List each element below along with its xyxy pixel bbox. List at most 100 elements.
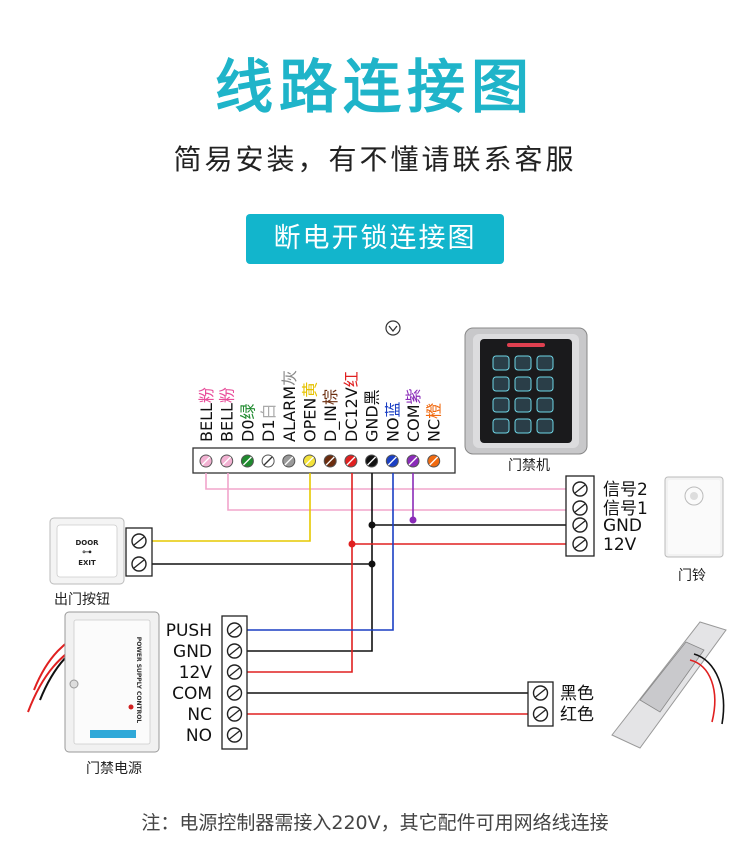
wire-gnd-main bbox=[246, 473, 373, 652]
terminal-screw-slot bbox=[325, 456, 335, 466]
svg-text:D1白: D1白 bbox=[259, 403, 278, 442]
terminal-label: OPEN黄 bbox=[301, 382, 320, 442]
terminal-label: ALARM灰 bbox=[280, 370, 299, 442]
power-terminal-label: GND bbox=[173, 642, 212, 662]
terminal-label: NC橙 bbox=[425, 403, 444, 442]
power-terminal-block bbox=[221, 615, 248, 750]
terminal-screw-slot bbox=[574, 484, 586, 494]
terminal-screw-slot bbox=[133, 536, 145, 546]
terminal-screw-slot bbox=[133, 559, 145, 569]
power-supply-label: 门禁电源 bbox=[86, 761, 142, 777]
terminal-name: DC12V bbox=[342, 387, 361, 442]
terminal-label: BELL粉 bbox=[218, 387, 237, 442]
terminal-color-name: 蓝 bbox=[383, 401, 402, 417]
terminal-label: D1白 bbox=[259, 403, 278, 442]
terminal-name: D1 bbox=[259, 420, 278, 443]
footer-note: 注：电源控制器需接入220V，其它配件可用网络线连接 bbox=[141, 812, 609, 834]
terminal-label: NO蓝 bbox=[383, 401, 402, 442]
exit-text-door: DOOR bbox=[75, 539, 99, 547]
power-terminal-label: PUSH bbox=[166, 621, 212, 641]
power-terminal-label: 12V bbox=[179, 663, 213, 683]
section-badge: 断电开锁连接图 bbox=[246, 214, 504, 264]
terminal-color-name: 粉 bbox=[218, 387, 237, 403]
terminal-screw-slot bbox=[429, 456, 439, 466]
terminal-screw-slot bbox=[574, 539, 586, 549]
keypad-label: 门禁机 bbox=[508, 458, 550, 474]
keypad-key bbox=[514, 397, 532, 413]
keypad-key bbox=[514, 418, 532, 434]
wires bbox=[150, 473, 575, 715]
terminal-screw-slot bbox=[535, 709, 546, 719]
terminal-screw-slot bbox=[242, 456, 252, 466]
svg-text:ALARM灰: ALARM灰 bbox=[280, 370, 299, 442]
terminal-color-name: 白 bbox=[259, 403, 278, 419]
keypad-key bbox=[492, 397, 510, 413]
power-terminal-label: NO bbox=[186, 726, 212, 746]
page-title: 线路连接图 bbox=[214, 53, 535, 121]
terminal-label: DC12V红 bbox=[342, 371, 361, 442]
svg-text:NO蓝: NO蓝 bbox=[383, 401, 402, 442]
terminal-color-name: 棕 bbox=[321, 389, 340, 405]
exit-button: DOOR ⊶ EXIT bbox=[49, 517, 125, 585]
terminal-name: COM bbox=[404, 404, 423, 442]
terminal-screw-slot bbox=[574, 503, 586, 513]
svg-text:BELL粉: BELL粉 bbox=[197, 387, 216, 442]
terminal-label: COM紫 bbox=[404, 388, 423, 442]
terminal-screw-slot bbox=[574, 520, 586, 530]
terminal-name: NO bbox=[383, 417, 402, 442]
wire-no bbox=[246, 473, 394, 631]
key-icon: ⊶ bbox=[82, 547, 92, 558]
wire-open bbox=[150, 473, 311, 542]
keypad-key bbox=[536, 355, 554, 371]
power-supply: POWER SUPPLY CONTROL bbox=[27, 611, 160, 753]
keypad-key bbox=[536, 376, 554, 392]
terminal-screw-slot bbox=[229, 709, 240, 719]
keypad-key bbox=[492, 355, 510, 371]
terminal-screw-slot bbox=[408, 456, 418, 466]
svg-text:NC橙: NC橙 bbox=[425, 403, 444, 442]
exit-text-exit: EXIT bbox=[78, 559, 96, 567]
exit-button-label: 出门按钮 bbox=[54, 592, 110, 608]
svg-text:BELL粉: BELL粉 bbox=[218, 387, 237, 442]
terminal-screw-slot bbox=[229, 688, 240, 698]
terminal-color-name: 黄 bbox=[301, 382, 320, 398]
bell-terminal-block bbox=[565, 475, 595, 557]
svg-text:D0绿: D0绿 bbox=[238, 403, 257, 442]
bell-terminal-label: GND bbox=[603, 516, 642, 536]
keypad-key bbox=[536, 418, 554, 434]
keypad-key bbox=[536, 397, 554, 413]
keypad-key bbox=[492, 418, 510, 434]
terminal-label: D_IN棕 bbox=[321, 389, 341, 442]
power-terminal-label: COM bbox=[172, 684, 212, 704]
power-supply-text: POWER SUPPLY CONTROL bbox=[135, 637, 142, 724]
keypad-key bbox=[492, 376, 510, 392]
lock-terminal-label: 红色 bbox=[560, 705, 594, 725]
terminal-screw-slot bbox=[284, 456, 294, 466]
terminal-screw-slot bbox=[229, 646, 240, 656]
electric-strike-lock bbox=[611, 621, 727, 749]
door-bell bbox=[664, 476, 724, 558]
terminal-screw-slot bbox=[387, 456, 397, 466]
svg-text:DC12V红: DC12V红 bbox=[342, 371, 361, 442]
lock-terminal-label: 黑色 bbox=[560, 684, 594, 704]
svg-text:COM紫: COM紫 bbox=[404, 388, 423, 442]
terminal-screw-slot bbox=[229, 730, 240, 740]
terminal-name: NC bbox=[425, 419, 444, 442]
terminal-color-name: 粉 bbox=[197, 387, 216, 403]
terminal-screw-slot bbox=[346, 456, 356, 466]
bell-terminal-label: 信号1 bbox=[603, 499, 648, 519]
wire-junctions bbox=[348, 516, 417, 568]
svg-text:GND黑: GND黑 bbox=[363, 389, 382, 442]
terminal-name: D_IN bbox=[321, 405, 341, 442]
terminal-label: D0绿 bbox=[238, 403, 257, 442]
terminal-name: OPEN bbox=[301, 398, 320, 442]
wire-12v-main bbox=[246, 473, 353, 673]
exit-terminal-block bbox=[125, 527, 153, 577]
keypad-device bbox=[464, 327, 588, 455]
wire-bell-2 bbox=[227, 473, 575, 511]
terminal-color-name: 红 bbox=[342, 371, 361, 387]
